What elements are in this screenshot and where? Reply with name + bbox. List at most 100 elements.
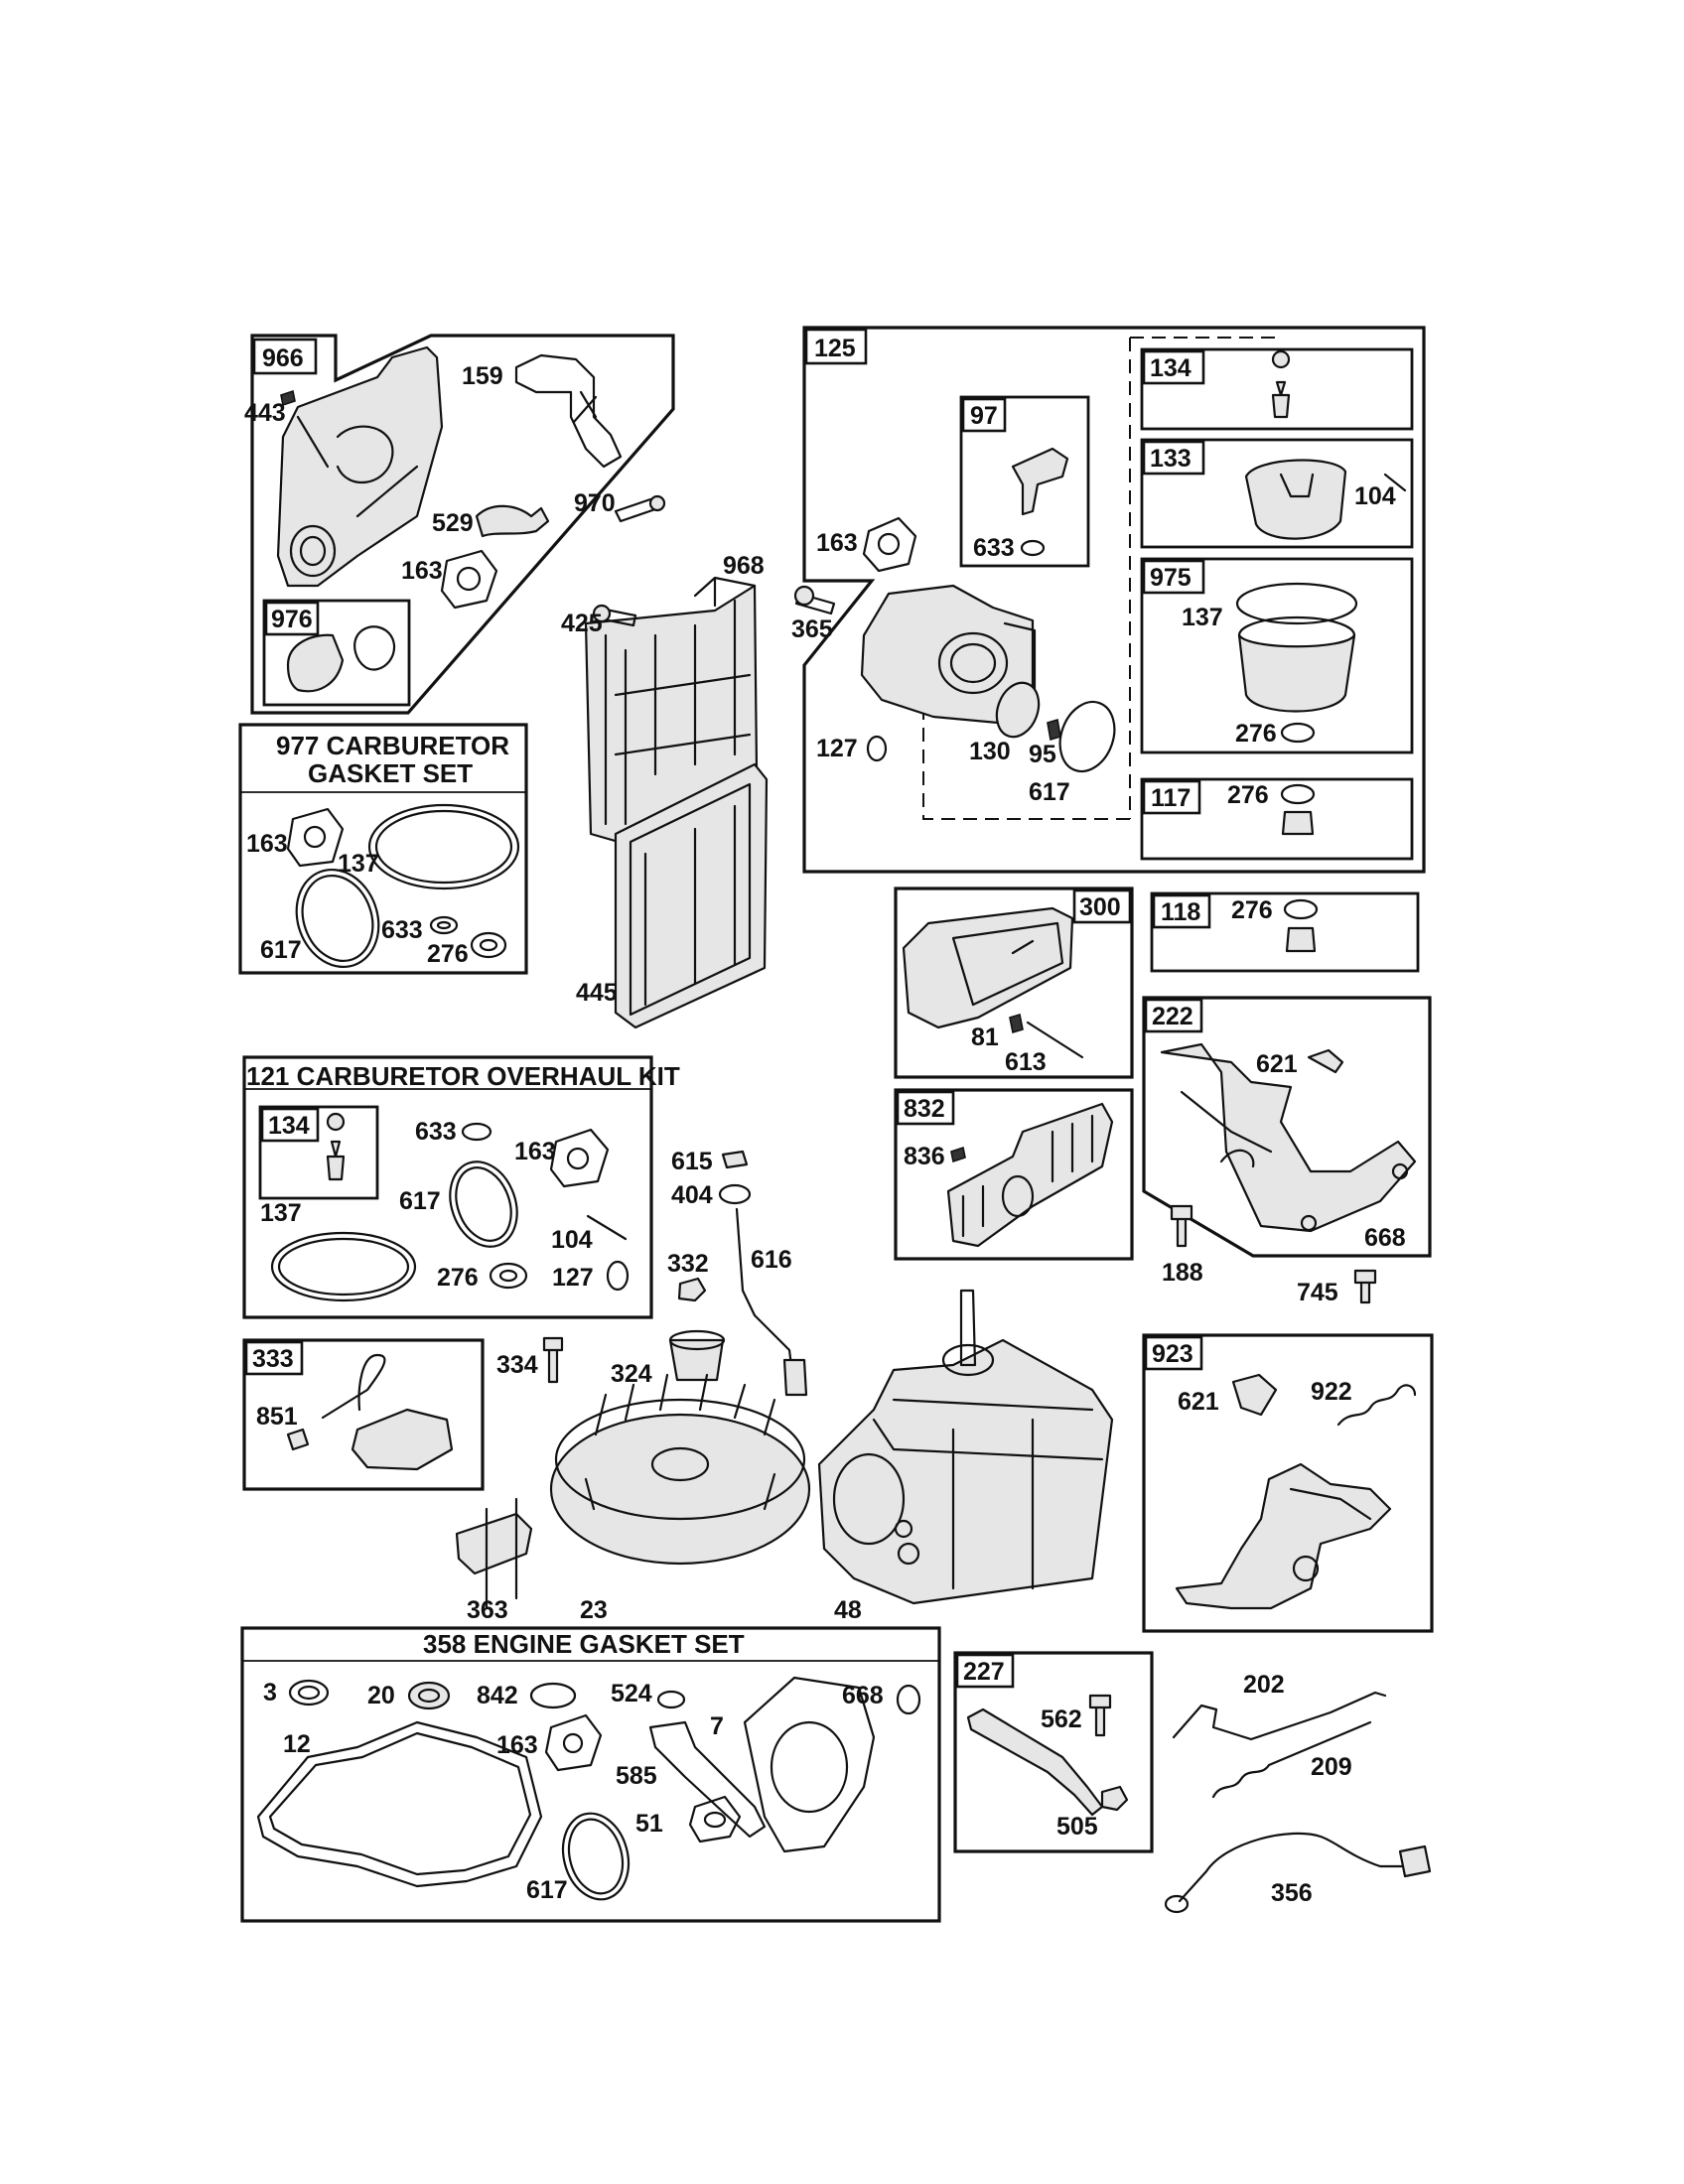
screw-745-part <box>1353 1269 1377 1304</box>
washer-276-977-part <box>470 931 507 959</box>
frame-975 <box>1140 557 1414 754</box>
base-detail-lines <box>296 415 419 518</box>
id-box-222 <box>1144 998 1203 1033</box>
armature-333-part <box>351 1408 454 1471</box>
id-label-222: 222 <box>1152 1003 1193 1030</box>
bracket-159-bend <box>572 390 598 424</box>
id-label-134-carb: 134 <box>1150 354 1192 382</box>
control-linkage <box>1180 1090 1273 1168</box>
washer-276-118-part <box>1283 898 1319 920</box>
screw-365-head <box>793 585 815 607</box>
spring-922-part <box>1336 1384 1417 1427</box>
flywheel-23-top <box>554 1398 806 1521</box>
muffler-300-part <box>902 906 1074 1029</box>
element-976-part <box>286 633 345 693</box>
cup-324-part <box>668 1338 725 1382</box>
washer-276-977-inner <box>479 938 498 952</box>
callout-324: 324 <box>611 1360 652 1388</box>
flywheel-23-rim <box>549 1413 811 1566</box>
callout-851: 851 <box>256 1403 298 1431</box>
frame-118 <box>1150 891 1420 973</box>
gasket-585-part <box>648 1720 767 1839</box>
title-358: 358 ENGINE GASKET SET <box>423 1629 745 1659</box>
id-label-333: 333 <box>252 1345 294 1373</box>
title-121: 121 CARBURETOR OVERHAUL KIT <box>246 1061 680 1091</box>
governor-923-link <box>1289 1487 1372 1521</box>
oring-137-975-part <box>1235 582 1358 625</box>
float-133-part <box>1244 459 1347 540</box>
callout-104-kit: 104 <box>551 1226 593 1254</box>
washer-633-97-part <box>1020 539 1046 557</box>
group-358: 358 ENGINE GASKET SET 3 20 842 524 668 1… <box>240 1626 941 1923</box>
spark-arrester-grid <box>961 1114 1094 1238</box>
ring-524-part <box>656 1690 686 1709</box>
gasket-163a-part <box>440 549 498 610</box>
id-box-117 <box>1142 779 1201 815</box>
group-968: 968 425 445 <box>561 552 769 1029</box>
callout-20: 20 <box>367 1682 395 1709</box>
frame-134-carb <box>1140 347 1414 431</box>
gasket-7-part <box>743 1676 876 1853</box>
ring-617-977-inner <box>301 874 374 963</box>
callout-617-977: 617 <box>260 936 302 964</box>
callout-95: 95 <box>1029 741 1056 768</box>
frame-117 <box>1140 777 1414 861</box>
callout-12: 12 <box>283 1730 311 1758</box>
id-label-97: 97 <box>970 402 998 430</box>
callout-127-kit: 127 <box>552 1264 594 1292</box>
id-label-118: 118 <box>1161 898 1200 926</box>
callout-276-kit: 276 <box>437 1264 479 1292</box>
dashed-bracket-125 <box>922 337 1281 820</box>
screw-334-part <box>542 1336 564 1384</box>
callout-276-977: 276 <box>427 940 469 968</box>
callout-443: 443 <box>244 399 286 427</box>
needle-seat-134-top <box>1271 349 1291 369</box>
gasket-163-set-part <box>544 1713 603 1772</box>
id-box-125 <box>804 328 868 365</box>
id-box-832 <box>896 1090 955 1126</box>
title-977-line1: 977 CARBURETOR <box>276 731 509 760</box>
callout-613: 613 <box>1005 1048 1047 1076</box>
callout-633-97: 633 <box>973 534 1015 562</box>
spark-arrester-832-part <box>946 1102 1114 1248</box>
callout-334: 334 <box>496 1351 538 1379</box>
bowl-975-part <box>1237 633 1356 713</box>
screw-836-part <box>950 1146 966 1163</box>
callout-51: 51 <box>635 1810 663 1838</box>
callout-529: 529 <box>432 509 474 537</box>
id-label-125: 125 <box>814 335 856 362</box>
id-label-975: 975 <box>1150 564 1192 592</box>
group-222: 222 668 621 188 745 <box>1142 996 1432 1306</box>
screw-970-head <box>648 494 666 512</box>
clip-851-part <box>286 1428 310 1451</box>
crankcase-48-hole-a <box>897 1542 920 1566</box>
pin-104-part <box>1383 473 1407 492</box>
id-label-923: 923 <box>1152 1340 1193 1368</box>
callout-209: 209 <box>1311 1753 1352 1781</box>
callout-276-117: 276 <box>1227 781 1269 809</box>
frame-966 <box>250 334 675 715</box>
float-133-slot <box>1279 473 1315 498</box>
ring-127-carb-part <box>866 735 888 762</box>
clip-621-control-part <box>1307 1048 1344 1074</box>
needle-134-part <box>1271 380 1291 419</box>
gasket-51-hole <box>703 1811 727 1829</box>
gasket-163-set-hole <box>562 1732 584 1754</box>
callout-137-975: 137 <box>1182 604 1223 631</box>
group-dipstick: 615 404 616 332 334 324 <box>496 1148 808 1397</box>
callout-616: 616 <box>751 1246 792 1274</box>
crankcase-48-shaft <box>959 1289 977 1367</box>
wire-356-part <box>1178 1832 1417 1903</box>
control-hole-668-b <box>1391 1162 1409 1180</box>
washer-633-977-part <box>429 915 459 935</box>
needle-seat-134-kit <box>326 1112 346 1132</box>
id-box-133 <box>1142 440 1205 476</box>
crankcase-48-bore <box>832 1452 906 1546</box>
id-box-97 <box>961 397 1007 433</box>
id-box-118 <box>1152 893 1211 929</box>
lever-227-part <box>966 1707 1104 1817</box>
bowl-nut-117-part <box>1281 810 1315 836</box>
id-label-966: 966 <box>262 344 304 372</box>
callout-745: 745 <box>1297 1279 1338 1306</box>
